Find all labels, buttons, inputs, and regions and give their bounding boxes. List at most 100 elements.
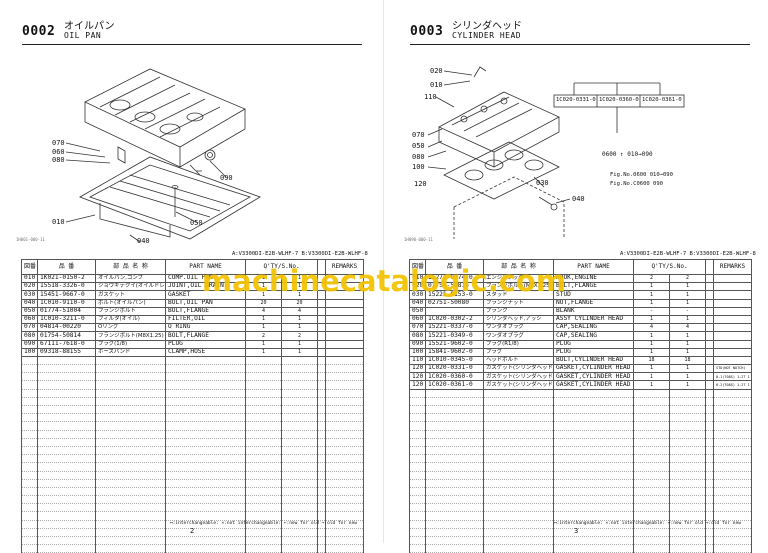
qty-a-cell	[245, 437, 282, 447]
qty-a-cell	[245, 478, 282, 488]
qty-a-cell: 4	[633, 323, 670, 333]
part-name-cell: GASKET,CYLINDER HEAD	[553, 380, 634, 390]
ic-cell	[317, 339, 326, 349]
remarks-cell	[325, 527, 364, 538]
ref-cell	[409, 413, 426, 423]
part-name-cell	[165, 454, 246, 464]
legend: ⟷:interchangeable: ×:not interchangeable…	[170, 521, 357, 526]
qty-b-cell: 1	[669, 314, 706, 325]
qty-a-cell	[633, 503, 670, 513]
part-name-cell	[165, 388, 246, 398]
callout-080: 080	[52, 156, 65, 164]
qty-b-cell	[669, 478, 706, 488]
name-jp-cell	[95, 364, 166, 374]
remarks-cell: 0.2(T08S) 1.2T 1 NOTCH	[713, 380, 752, 390]
part-name-cell	[165, 535, 246, 546]
remarks-cell	[713, 437, 752, 447]
ic-cell	[705, 347, 714, 357]
section-code: 0002	[22, 24, 56, 39]
remarks-cell	[325, 331, 364, 341]
part-name-cell: CAP,SEALING	[553, 331, 634, 341]
part-no-cell	[37, 544, 96, 553]
part-no-cell	[37, 462, 96, 472]
diagram-code: 1H090-000-11	[404, 237, 433, 242]
name-jp-cell: エンジンフック	[483, 273, 554, 284]
part-name-cell	[165, 429, 246, 439]
remarks-cell	[325, 380, 364, 390]
part-no-cell	[425, 396, 484, 407]
qty-b-cell: 1	[281, 273, 318, 284]
part-no-cell	[425, 470, 484, 480]
ic-cell	[317, 331, 326, 341]
empty-row	[21, 470, 364, 480]
empty-row	[409, 544, 752, 553]
ic-cell	[317, 323, 326, 333]
qty-b-cell	[281, 429, 318, 439]
qty-a-cell	[245, 454, 282, 464]
empty-row	[409, 421, 752, 431]
qty-b-cell: 4	[669, 323, 706, 333]
qty-a-cell: 1	[245, 314, 282, 325]
remarks-cell	[325, 388, 364, 398]
qty-a-cell	[633, 462, 670, 472]
ref-cell	[409, 519, 426, 529]
empty-row	[21, 364, 364, 374]
callout-020: 020	[430, 67, 443, 75]
qty-b-cell	[669, 486, 706, 497]
diagram-code: 1H001-000-11	[16, 237, 45, 242]
ref-cell: 030	[409, 290, 426, 300]
part-name-cell	[165, 470, 246, 480]
qty-b-cell	[281, 486, 318, 497]
ref-cell: 120	[409, 372, 426, 382]
ic-cell	[317, 306, 326, 316]
page-number: 2	[190, 527, 195, 535]
remarks-cell	[713, 331, 752, 341]
name-jp-cell	[95, 527, 166, 538]
qty-a-cell: 1	[633, 347, 670, 357]
part-no-cell	[37, 364, 96, 374]
part-name-cell	[553, 437, 634, 447]
part-no-cell: 1C010-9110-0	[37, 298, 96, 308]
qty-b-cell: 1	[281, 314, 318, 325]
qty-a-cell: 1	[633, 282, 670, 292]
name-jp-cell	[95, 486, 166, 497]
empty-row	[21, 437, 364, 447]
section-title-en: CYLINDER HEAD	[452, 31, 522, 40]
ic-cell	[317, 527, 326, 538]
qty-a-cell	[633, 470, 670, 480]
remarks-cell	[325, 486, 364, 497]
remarks-cell	[713, 544, 752, 553]
part-name-cell	[165, 511, 246, 521]
qty-a-cell	[245, 462, 282, 472]
part-name-cell: BOLT,CYLINDER HEAD	[553, 355, 634, 366]
remarks-cell	[325, 396, 364, 407]
ref-cell	[21, 388, 38, 398]
qty-b-cell	[669, 454, 706, 464]
name-jp-cell	[95, 462, 166, 472]
remarks-cell	[325, 323, 364, 333]
qty-a-cell	[245, 527, 282, 538]
part-no-cell	[37, 478, 96, 488]
qty-a-cell	[633, 495, 670, 505]
col-part-name: PART NAME	[165, 259, 246, 275]
empty-row	[21, 503, 364, 513]
left-page: 0002 オイルパン OIL PAN	[0, 0, 384, 553]
qty-a-cell	[633, 544, 670, 553]
name-jp-cell	[483, 388, 554, 398]
ic-cell	[317, 462, 326, 472]
remarks-cell	[713, 511, 752, 521]
ic-cell	[705, 396, 714, 407]
part-no-cell: 67111-7618-0	[37, 339, 96, 349]
ic-cell	[705, 454, 714, 464]
qty-a-cell	[245, 445, 282, 456]
part-name-cell	[165, 355, 246, 366]
empty-row	[409, 445, 752, 456]
ref-cell: 050	[409, 306, 426, 316]
ic-cell	[705, 339, 714, 349]
name-jp-cell	[95, 396, 166, 407]
qty-b-cell	[669, 462, 706, 472]
empty-row	[21, 486, 364, 497]
